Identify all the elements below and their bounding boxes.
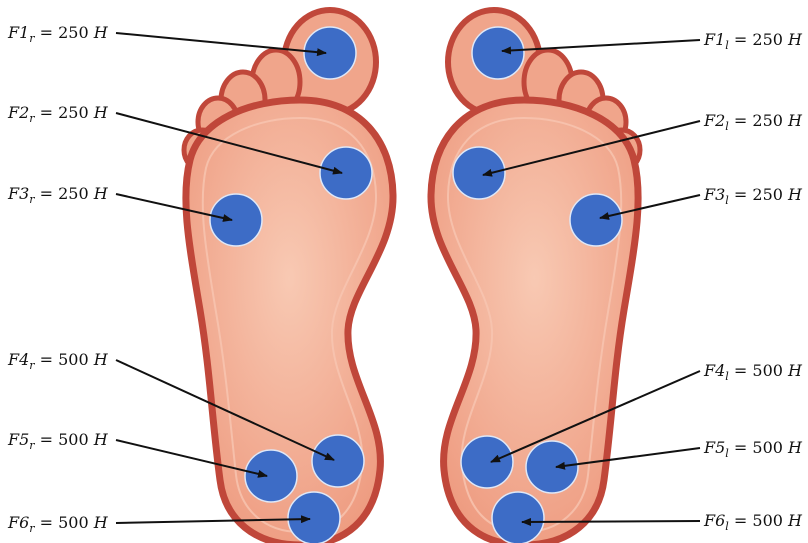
sensor-f4-r	[312, 435, 364, 487]
label-f3-r: F3r = 250 H	[7, 184, 109, 206]
sensor-f1-r	[304, 27, 356, 79]
sensor-f5-l	[526, 441, 578, 493]
label-f1-r: F1r = 250 H	[7, 23, 109, 45]
sensor-f1-l	[472, 27, 524, 79]
label-f1-l: F1l = 250 H	[703, 30, 803, 52]
sensor-f6-r	[288, 492, 340, 543]
label-f6-r: F6r = 500 H	[7, 513, 109, 535]
sensor-f6-l	[492, 492, 544, 543]
sensor-f3-r	[210, 194, 262, 246]
label-f5-r: F5r = 500 H	[7, 430, 109, 452]
sensor-f5-r	[245, 450, 297, 502]
arrow-f6-l	[522, 521, 700, 522]
label-f4-r: F4r = 500 H	[7, 350, 109, 372]
left-labels: F1l = 250 H F2l = 250 H F3l = 250 H F4l …	[703, 30, 803, 533]
label-f2-r: F2r = 250 H	[7, 103, 109, 125]
label-f6-l: F6l = 500 H	[703, 511, 803, 533]
right-labels: F1r = 250 H F2r = 250 H F3r = 250 H F4r …	[7, 23, 109, 535]
label-f3-l: F3l = 250 H	[703, 185, 803, 207]
label-f5-l: F5l = 500 H	[703, 438, 803, 460]
label-f4-l: F4l = 500 H	[703, 361, 803, 383]
label-f2-l: F2l = 250 H	[703, 111, 803, 133]
sensor-f3-l	[570, 194, 622, 246]
sensor-f4-l	[461, 436, 513, 488]
sensor-f2-l	[453, 147, 505, 199]
sensor-f2-r	[320, 147, 372, 199]
